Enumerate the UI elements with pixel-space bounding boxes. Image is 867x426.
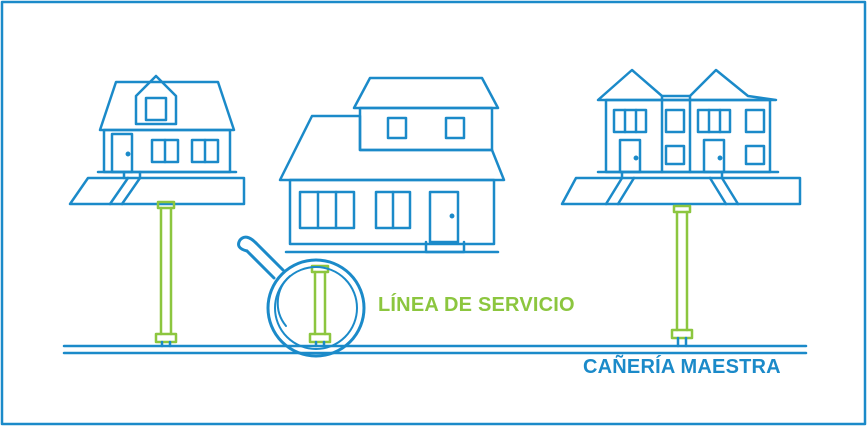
water-main-pipe	[62, 344, 808, 355]
service-line-pipe-left	[154, 200, 178, 344]
main-connectors	[160, 336, 688, 348]
magnifying-glass-icon	[237, 235, 366, 358]
townhouse-icon	[560, 68, 802, 206]
service-line-pipe-right	[670, 204, 694, 340]
large-house-icon	[278, 76, 506, 254]
service-line-pipe-center	[308, 264, 332, 344]
service-line-label: LÍNEA DE SERVICIO	[378, 294, 575, 316]
water-main-label: CAÑERÍA MAESTRA	[583, 356, 781, 378]
small-house-icon	[68, 74, 246, 206]
